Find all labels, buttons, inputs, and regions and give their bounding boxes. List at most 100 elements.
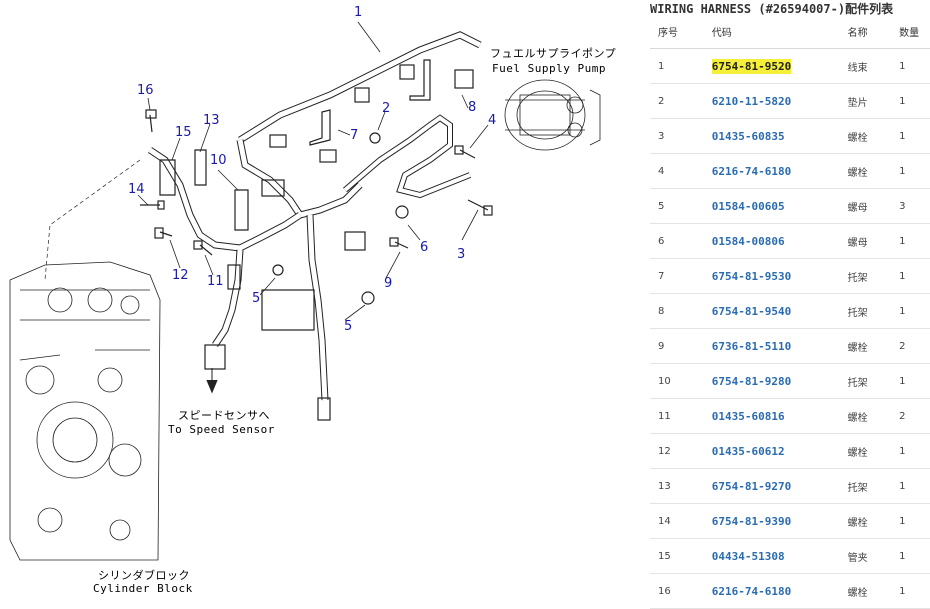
- part-qty: 1: [899, 363, 930, 399]
- part-name: 托架: [847, 258, 900, 294]
- part-code-link[interactable]: 6216-74-6180: [711, 164, 792, 178]
- part-code-link[interactable]: 6216-74-6180: [711, 584, 792, 598]
- part-name: 托架: [847, 468, 900, 504]
- part-code-cell: 01584-00806: [711, 223, 848, 259]
- cylinder-block-label-jp: シリンダブロック: [98, 569, 190, 582]
- part-qty: 1: [899, 503, 930, 539]
- part-code-link[interactable]: 01435-60612: [711, 444, 785, 458]
- part-name: 螺母: [847, 188, 900, 224]
- part-code-link[interactable]: 6736-81-5110: [711, 339, 792, 353]
- part-code-link[interactable]: 01435-60835: [711, 129, 785, 143]
- part-code-cell: 01435-60816: [711, 398, 848, 434]
- callout-13: 13: [203, 113, 220, 128]
- speed-sensor-label-en: To Speed Sensor: [168, 423, 275, 436]
- part-code-link[interactable]: 6754-81-9270: [711, 479, 792, 493]
- part-code-cell: 6754-81-9390: [711, 503, 848, 539]
- part-code-link[interactable]: 6210-11-5820: [711, 94, 792, 108]
- callout-9: 9: [384, 276, 393, 291]
- callout-5b: 5: [344, 319, 353, 334]
- part-name: 螺栓: [847, 573, 900, 609]
- part-code-link[interactable]: 6754-81-9540: [711, 304, 792, 318]
- row-number: 12: [650, 433, 712, 469]
- part-code-cell: 6210-11-5820: [711, 83, 848, 119]
- part-qty: 1: [899, 153, 930, 189]
- parts-diagram: 1 2 3 4 5 5 6 7 8 9 10 11 12 13 14 15 16…: [9, 5, 617, 595]
- part-code-link[interactable]: 6754-81-9520: [711, 58, 792, 74]
- part-code-cell: 6754-81-9540: [711, 293, 848, 329]
- part-qty: 1: [899, 118, 930, 154]
- part-code-link[interactable]: 6754-81-9530: [711, 269, 792, 283]
- fuel-pump-label-jp: フュエルサプライポンプ: [490, 47, 617, 60]
- row-number: 2: [650, 83, 712, 119]
- part-name: 管夹: [847, 538, 900, 574]
- part-qty: 1: [899, 573, 930, 609]
- part-code-link[interactable]: 01584-00605: [711, 199, 785, 213]
- part-name: 线束: [847, 48, 900, 84]
- column-header-name: 名称: [847, 14, 900, 49]
- callout-3: 3: [457, 247, 466, 262]
- part-code-cell: 6754-81-9520: [711, 48, 848, 84]
- callout-5a: 5: [252, 291, 261, 306]
- callout-14: 14: [128, 182, 145, 197]
- part-code-link[interactable]: 01584-00806: [711, 234, 785, 248]
- row-number: 4: [650, 153, 712, 189]
- part-qty: 1: [899, 433, 930, 469]
- column-header-code: 代码: [711, 14, 848, 49]
- part-name: 螺栓: [847, 503, 900, 539]
- part-code-cell: 6736-81-5110: [711, 328, 848, 364]
- part-code-cell: 01435-60612: [711, 433, 848, 469]
- part-code-cell: 6754-81-9530: [711, 258, 848, 294]
- parts-list-panel: WIRING HARNESS (#26594007-)配件列表 序号 代码 名称…: [640, 0, 930, 609]
- column-header-qty: 数量: [899, 14, 930, 49]
- part-qty: 1: [899, 258, 930, 294]
- row-number: 14: [650, 503, 712, 539]
- column-header-no: 序号: [650, 14, 712, 49]
- part-code-cell: 01584-00605: [711, 188, 848, 224]
- part-qty: 1: [899, 538, 930, 574]
- part-code-cell: 6754-81-9270: [711, 468, 848, 504]
- wiring-harness-drawing: [9, 21, 601, 561]
- row-number: 5: [650, 188, 712, 224]
- row-number: 10: [650, 363, 712, 399]
- part-qty: 3: [899, 188, 930, 224]
- callout-16: 16: [137, 83, 154, 98]
- part-qty: 1: [899, 83, 930, 119]
- part-name: 垫片: [847, 83, 900, 119]
- row-number: 8: [650, 293, 712, 329]
- row-number: 3: [650, 118, 712, 154]
- part-name: 托架: [847, 293, 900, 329]
- part-code-link[interactable]: 6754-81-9390: [711, 514, 792, 528]
- row-number: 16: [650, 573, 712, 609]
- part-name: 螺栓: [847, 328, 900, 364]
- callout-2: 2: [382, 101, 391, 116]
- callout-8: 8: [468, 100, 477, 115]
- callout-12: 12: [172, 268, 189, 283]
- speed-sensor-label-jp: スピードセンサへ: [178, 409, 270, 422]
- table-header-row: 序号 代码 名称 数量: [650, 14, 930, 49]
- part-code-link[interactable]: 6754-81-9280: [711, 374, 792, 388]
- part-code-cell: 6216-74-6180: [711, 573, 848, 609]
- part-code-link[interactable]: 01435-60816: [711, 409, 785, 423]
- part-name: 螺栓: [847, 398, 900, 434]
- part-code-cell: 04434-51308: [711, 538, 848, 574]
- fuel-pump-label-en: Fuel Supply Pump: [492, 62, 606, 75]
- row-number: 15: [650, 538, 712, 574]
- callout-1: 1: [354, 5, 363, 20]
- part-code-link[interactable]: 04434-51308: [711, 549, 785, 563]
